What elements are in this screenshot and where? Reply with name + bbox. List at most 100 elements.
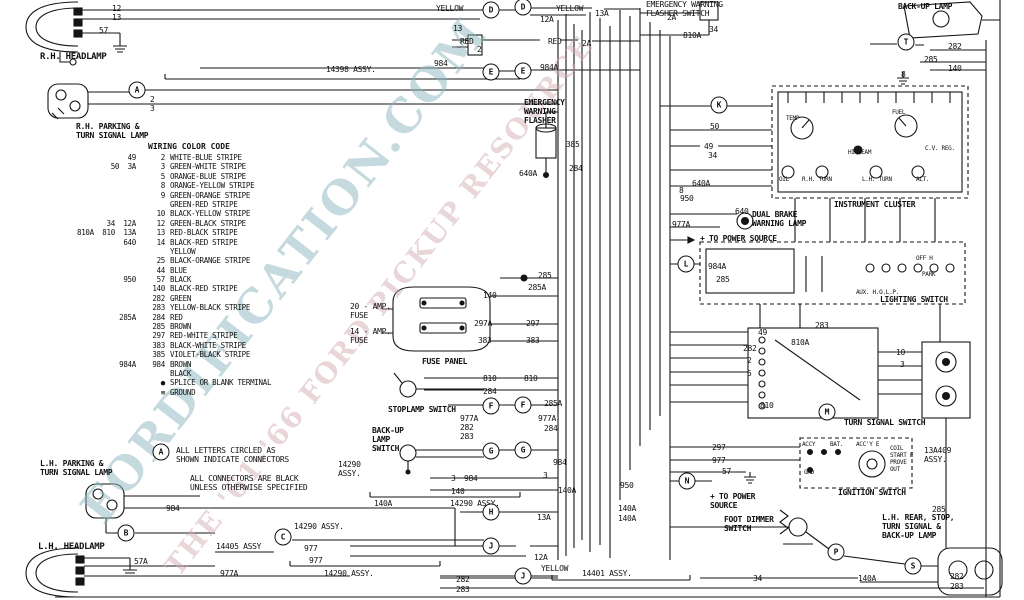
color-code-left: [56, 209, 143, 218]
wire-label: 8: [679, 186, 684, 195]
color-code-color: GREEN: [170, 293, 192, 303]
color-code-left: [56, 294, 143, 303]
color-code-code: [143, 247, 170, 256]
fuse-panel-shape: [382, 274, 558, 352]
wire-label: 383: [526, 336, 540, 345]
wire-label: ACCY: [802, 441, 816, 448]
wire-label: 10: [896, 348, 906, 357]
turn-signal-switch-box: [670, 327, 922, 419]
color-code-color: GROUND: [170, 387, 196, 397]
color-code-code: 25: [156, 256, 166, 266]
wire-label: 2A: [667, 13, 677, 22]
stoplamp-switch-symbol: [393, 372, 558, 398]
color-code-left: 49: [127, 153, 137, 162]
label-lh-rear-lamp: L.H. REAR, STOP, TURN SIGNAL & BACK-UP L…: [882, 513, 955, 541]
note-connectors-black: ALL CONNECTORS ARE BLACK UNLESS OTHERWIS…: [190, 474, 308, 493]
wire-label: 283: [460, 432, 474, 441]
color-code-left: [56, 388, 143, 397]
label-20-amp-fuse: 20 - AMP. FUSE: [350, 302, 391, 321]
color-code-code: [143, 200, 170, 209]
connector-h: H: [482, 503, 500, 521]
wire-label: 282: [456, 575, 470, 584]
wire-label: 3: [150, 104, 155, 113]
wire-label: 57A: [134, 557, 148, 566]
wire-label: 950: [620, 481, 634, 490]
color-code-left: 640: [123, 237, 136, 247]
color-code-color: RED-BLACK STRIPE: [170, 228, 238, 238]
connector-n: N: [678, 472, 696, 490]
wire-label: 383: [478, 336, 492, 345]
ignition-switch-box: [670, 437, 913, 489]
color-code-code: 12: [156, 218, 166, 228]
color-code-left: [56, 369, 143, 378]
color-code-code: 10: [156, 209, 166, 219]
label-turn-signal-switch: TURN SIGNAL SWITCH: [844, 418, 926, 427]
wire-label: AUX. H.O.L.P.: [856, 289, 900, 296]
foot-dimmer-switch-symbol: [670, 480, 938, 567]
label-ignition-switch: IGNITION SWITCH: [838, 488, 906, 497]
color-code-color: GREEN-BLACK STRIPE: [170, 218, 246, 228]
wire-label: 57: [99, 26, 109, 35]
wire-label: 140: [948, 64, 962, 73]
label-14401-assy: 14401 ASSY.: [582, 569, 632, 578]
color-code-code: 283: [152, 303, 165, 313]
wire-label: 34: [708, 151, 718, 160]
connector-g: G: [514, 441, 532, 459]
label-14290-assy-1: 14290 ASSY.: [338, 460, 361, 479]
color-code-left: [56, 247, 143, 256]
wire-label: OFF H: [916, 255, 933, 262]
wire-label: 810: [483, 374, 497, 383]
wire-label: 140A: [858, 574, 877, 583]
color-code-color: BLACK-ORANGE STRIPE: [170, 256, 251, 266]
label-14405-assy: 14405 ASSY: [216, 542, 262, 551]
lighting-switch-box: [670, 198, 966, 342]
wire-label: 977A: [220, 569, 239, 578]
color-code-code: 9: [160, 190, 166, 200]
color-code-row: GREEN-RED STRIPE: [56, 200, 271, 209]
dual-brake-warning-lamp-symbol: [670, 212, 754, 244]
wire-label: 3: [900, 360, 905, 369]
wire-label: 284: [483, 387, 497, 396]
wire-label: 810A: [683, 31, 702, 40]
label-lighting-switch: LIGHTING SWITCH: [880, 295, 948, 304]
color-code-color: WHITE-BLUE STRIPE: [170, 153, 242, 162]
color-code-row: 34 12A 12 GREEN-BLACK STRIPE: [56, 219, 271, 228]
wire-label: 3: [543, 471, 548, 480]
wire-label: 282: [948, 42, 962, 51]
connector-b: B: [117, 524, 135, 542]
wire-label: BAT.: [830, 441, 844, 448]
wire-label: 5: [747, 369, 752, 378]
wiring-color-code-title: WIRING COLOR CODE: [148, 142, 230, 151]
color-code-left: 34 12A: [106, 218, 136, 228]
wire-label: 977: [309, 556, 323, 565]
wire-label: 984A: [708, 262, 727, 271]
color-code-code: 14: [156, 237, 166, 247]
rh-parking-lamp-symbol: [47, 83, 89, 120]
wire-label: 34: [709, 25, 719, 34]
wire-label: 297: [526, 319, 540, 328]
color-code-color: GREEN-RED STRIPE: [170, 199, 238, 209]
wire-label: GRD: [804, 469, 814, 476]
color-code-color: RED: [170, 312, 183, 322]
color-code-color: RED-WHITE STRIPE: [170, 331, 238, 341]
color-code-color: ORANGE-YELLOW STRIPE: [170, 181, 255, 191]
color-code-row: ●SPLICE OR BLANK TERMINAL: [56, 378, 272, 387]
wire-label: 950: [680, 194, 694, 203]
color-code-color: BLACK-RED STRIPE: [170, 284, 238, 294]
wire-label: 285A: [544, 399, 563, 408]
wire-label: 2A: [582, 39, 592, 48]
color-code-left: [56, 191, 143, 200]
color-code-left: 285A: [119, 312, 136, 322]
wire-label: 282: [743, 344, 757, 353]
label-to-power-source-2: + TO POWER SOURCE: [710, 492, 756, 511]
color-code-left: [56, 200, 143, 209]
